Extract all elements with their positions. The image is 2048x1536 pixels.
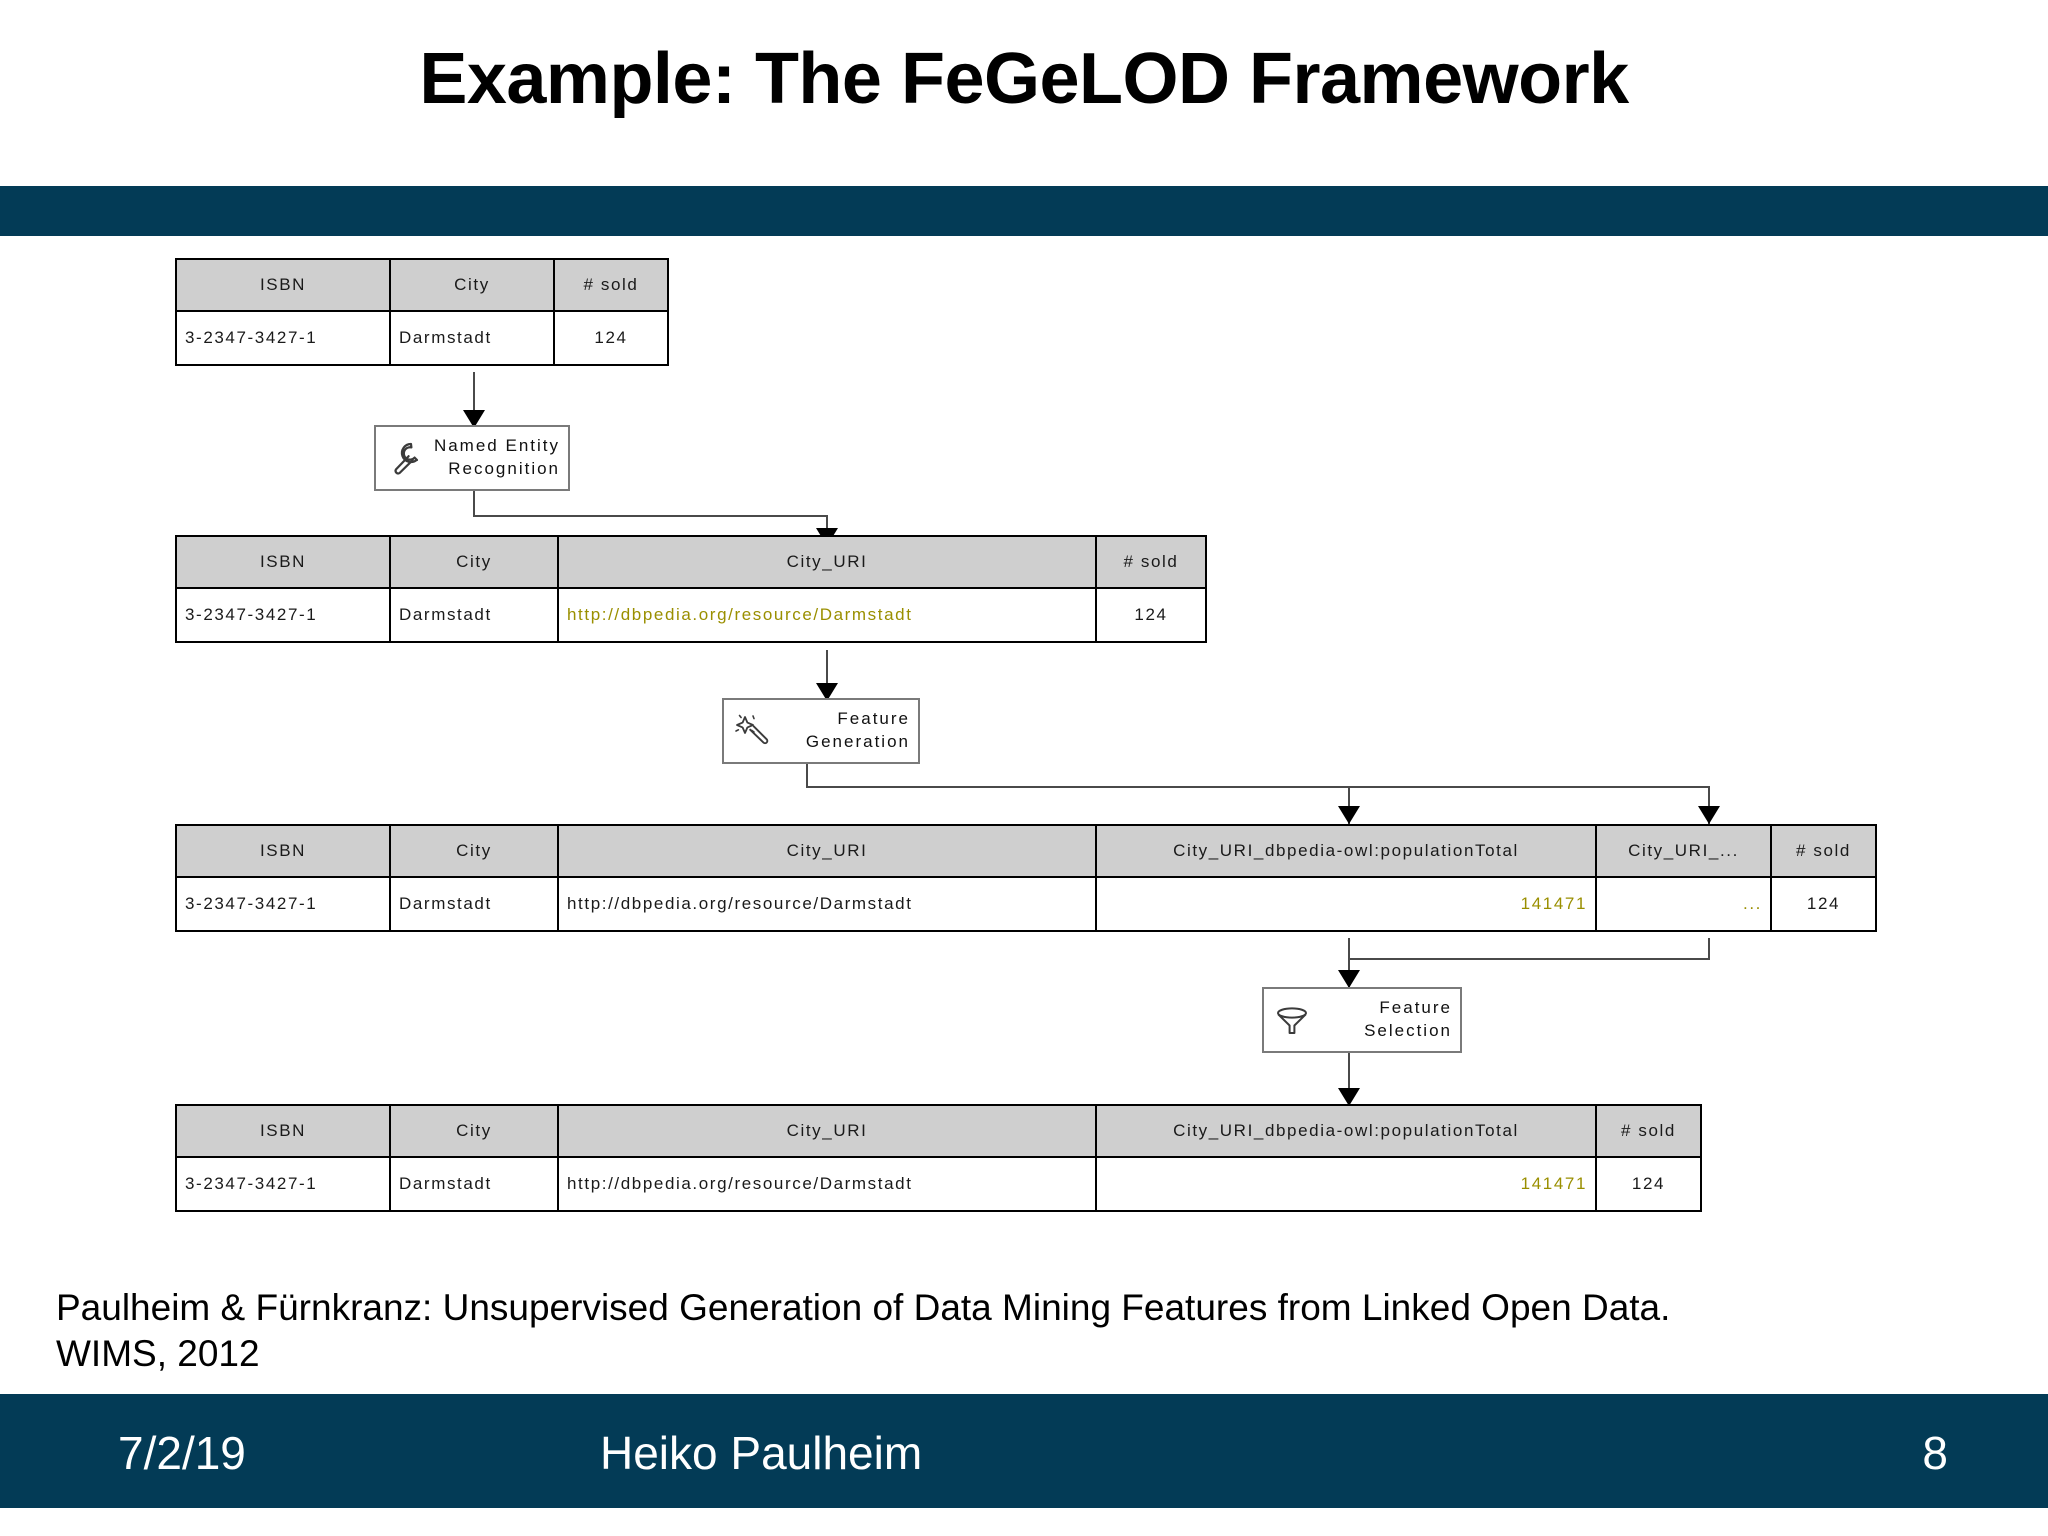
col-header-city-uri-more: City_URI_...: [1595, 824, 1772, 878]
citation-line-1: Paulheim & Fürnkranz: Unsupervised Gener…: [56, 1287, 1671, 1328]
wrench-icon: [384, 438, 424, 478]
col-header-city: City: [389, 258, 555, 312]
connector-line: [473, 372, 475, 426]
step-feature-generation[interactable]: Feature Generation: [722, 698, 920, 764]
table-header-row: ISBN City City_URI City_URI_dbpedia-owl:…: [175, 824, 1877, 878]
col-header-city: City: [389, 1104, 559, 1158]
footer-bar: 7/2/19 Heiko Paulheim 8: [0, 1394, 2048, 1508]
step-named-entity-recognition[interactable]: Named Entity Recognition: [374, 425, 570, 491]
cell-city-uri: http://dbpedia.org/resource/Darmstadt: [557, 876, 1097, 932]
after-feature-selection-table: ISBN City City_URI City_URI_dbpedia-owl:…: [175, 1104, 1702, 1212]
cell-isbn: 3-2347-3427-1: [175, 587, 391, 643]
cell-isbn: 3-2347-3427-1: [175, 876, 391, 932]
col-header-population: City_URI_dbpedia-owl:populationTotal: [1095, 1104, 1597, 1158]
step-label: Feature Generation: [805, 709, 910, 751]
connector-line: [1348, 1053, 1350, 1105]
step-label: Feature Selection: [1364, 998, 1452, 1040]
col-header-sold: # sold: [1770, 824, 1877, 878]
col-header-sold: # sold: [553, 258, 669, 312]
col-header-city-uri: City_URI: [557, 824, 1097, 878]
title-accent-band: [0, 186, 2048, 236]
footer-author: Heiko Paulheim: [600, 1427, 923, 1479]
col-header-city-uri: City_URI: [557, 535, 1097, 589]
connector-line: [473, 491, 475, 517]
after-feature-generation-table: ISBN City City_URI City_URI_dbpedia-owl:…: [175, 824, 1877, 932]
cell-sold: 124: [1095, 587, 1207, 643]
table-row: 3-2347-3427-1 Darmstadt http://dbpedia.o…: [175, 1156, 1702, 1212]
magic-wand-icon: [732, 711, 772, 751]
connector-line: [1348, 786, 1350, 824]
cell-sold: 124: [1770, 876, 1877, 932]
connector-arrow: [1338, 806, 1360, 824]
cell-city-uri-highlighted: http://dbpedia.org/resource/Darmstadt: [557, 587, 1097, 643]
col-header-isbn: ISBN: [175, 824, 391, 878]
cell-sold: 124: [553, 310, 669, 366]
col-header-isbn: ISBN: [175, 258, 391, 312]
connector-line: [1348, 938, 1350, 960]
col-header-sold: # sold: [1095, 535, 1207, 589]
table-row: 3-2347-3427-1 Darmstadt http://dbpedia.o…: [175, 587, 1207, 643]
col-header-city-uri: City_URI: [557, 1104, 1097, 1158]
col-header-city: City: [389, 535, 559, 589]
cell-isbn: 3-2347-3427-1: [175, 310, 391, 366]
cell-city: Darmstadt: [389, 587, 559, 643]
col-header-population: City_URI_dbpedia-owl:populationTotal: [1095, 824, 1597, 878]
table-row: 3-2347-3427-1 Darmstadt http://dbpedia.o…: [175, 876, 1877, 932]
cell-city-uri: http://dbpedia.org/resource/Darmstadt: [557, 1156, 1097, 1212]
cell-sold: 124: [1595, 1156, 1702, 1212]
step-feature-selection[interactable]: Feature Selection: [1262, 987, 1462, 1053]
cell-city: Darmstadt: [389, 876, 559, 932]
footer-date: 7/2/19: [118, 1427, 246, 1479]
col-header-city: City: [389, 824, 559, 878]
connector-line: [826, 650, 828, 698]
footer-page-number: 8: [1922, 1427, 1948, 1479]
cell-isbn: 3-2347-3427-1: [175, 1156, 391, 1212]
table-header-row: ISBN City # sold: [175, 258, 669, 312]
page-title: Example: The FeGeLOD Framework: [419, 39, 1629, 119]
initial-table: ISBN City # sold 3-2347-3427-1 Darmstadt…: [175, 258, 669, 366]
table-header-row: ISBN City City_URI # sold: [175, 535, 1207, 589]
after-ner-table: ISBN City City_URI # sold 3-2347-3427-1 …: [175, 535, 1207, 643]
cell-population-highlighted: 141471: [1095, 876, 1597, 932]
funnel-icon: [1272, 1000, 1312, 1040]
connector-line: [1708, 786, 1710, 824]
connector-arrow: [816, 683, 838, 701]
connector-line: [473, 515, 828, 517]
connector-line: [806, 786, 1710, 788]
connector-line: [1348, 958, 1710, 960]
connector-line: [1708, 938, 1710, 960]
cell-population-highlighted: 141471: [1095, 1156, 1597, 1212]
citation-block: Paulheim & Fürnkranz: Unsupervised Gener…: [56, 1285, 1956, 1378]
connector-arrow: [463, 410, 485, 428]
step-label: Named Entity Recognition: [433, 436, 560, 478]
connector-arrow: [1698, 806, 1720, 824]
col-header-isbn: ISBN: [175, 535, 391, 589]
table-header-row: ISBN City City_URI City_URI_dbpedia-owl:…: [175, 1104, 1702, 1158]
citation-line-2: WIMS, 2012: [56, 1333, 260, 1375]
cell-city-highlighted: Darmstadt: [389, 310, 555, 366]
connector-line: [806, 764, 808, 788]
table-row: 3-2347-3427-1 Darmstadt 124: [175, 310, 669, 366]
col-header-sold: # sold: [1595, 1104, 1702, 1158]
cell-city: Darmstadt: [389, 1156, 559, 1212]
connector-arrow: [1338, 1088, 1360, 1106]
cell-city-uri-more-highlighted: ...: [1595, 876, 1772, 932]
connector-arrow: [1338, 970, 1360, 988]
col-header-isbn: ISBN: [175, 1104, 391, 1158]
